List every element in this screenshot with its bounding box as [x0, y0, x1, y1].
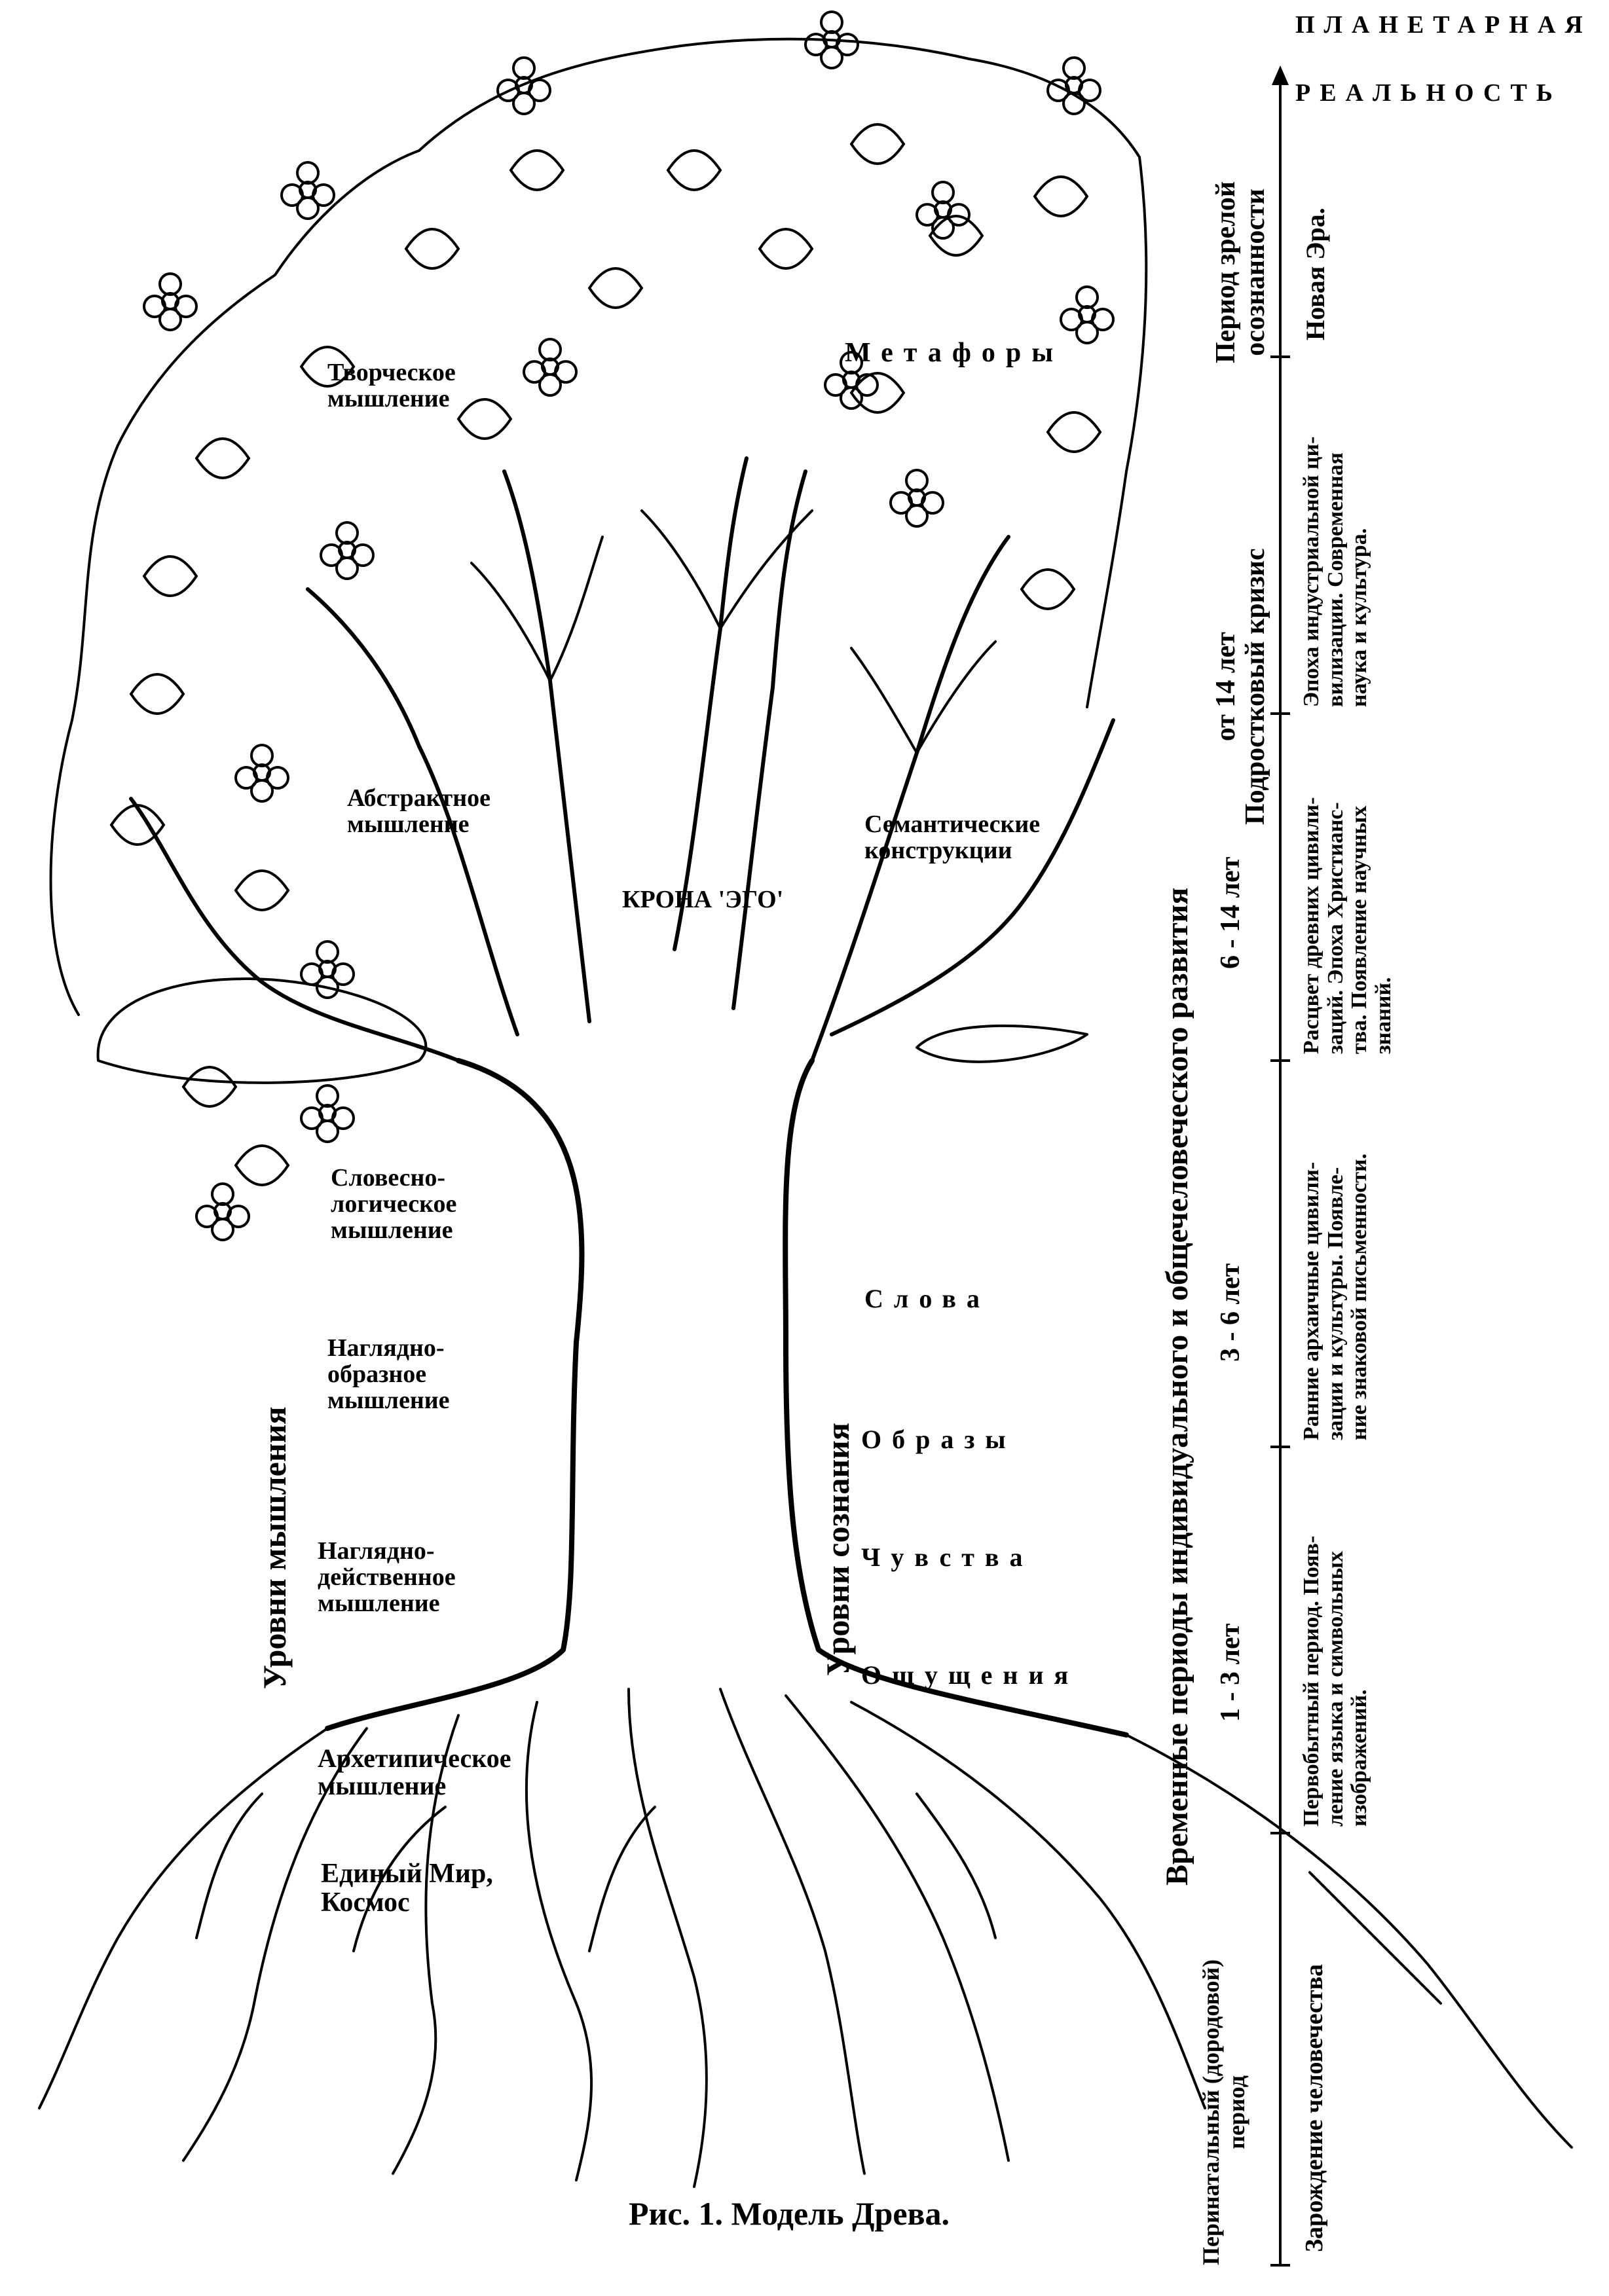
label-abstract-thinking: Абстрактное мышление — [347, 786, 490, 838]
flower — [917, 182, 969, 238]
root — [629, 1689, 707, 2187]
leaf — [760, 229, 812, 268]
label-thinking-levels: Уровни мышления — [255, 1407, 293, 1690]
period-age-from-14: от 14 лет Подростковый кризис — [1211, 548, 1271, 825]
crown-lobe-left — [98, 979, 426, 1083]
timeline-title: Временные периоды индивидуального и обще… — [1159, 888, 1195, 1886]
period-epoch-ancient: Расцвет древних цивили- заций. Эпоха Хри… — [1300, 797, 1396, 1054]
flower — [524, 339, 576, 395]
foliage-top — [419, 39, 1139, 157]
axis-top-label-line1: ПЛАНЕТАРНАЯ — [1295, 10, 1592, 39]
root — [39, 1728, 327, 2108]
leaf — [1048, 412, 1100, 452]
root — [720, 1689, 864, 2174]
label-consciousness-levels: Уровни сознания — [819, 1423, 857, 1676]
period-epoch-origin: Зарождение человечества — [1300, 1964, 1329, 2252]
figure-caption: Рис. 1. Модель Древа. — [629, 2196, 950, 2231]
leaf — [1035, 177, 1087, 216]
leaf — [851, 124, 904, 164]
leaf — [144, 556, 196, 596]
label-creative-thinking: Творческое мышление — [327, 360, 456, 412]
label-words: Слова — [864, 1283, 990, 1314]
label-crown-ego: КРОНА 'ЭГО' — [622, 887, 783, 913]
label-unified-world: Единый Мир, Космос — [321, 1859, 493, 1917]
period-age-prenatal: Перинатальный (дородовой) период — [1198, 1959, 1249, 2265]
flower — [301, 941, 354, 998]
period-epoch-new-era: Новая Эра. — [1300, 208, 1331, 340]
label-metaphors: Метафоры — [845, 337, 1063, 369]
limb-center-left — [504, 471, 589, 1021]
flower — [498, 58, 550, 114]
period-epoch-industrial: Эпоха индустриальной ци- вилизации. Совр… — [1300, 437, 1372, 707]
leaf — [406, 229, 458, 268]
leaf — [589, 268, 642, 308]
flower — [236, 745, 288, 801]
label-images: Образы — [861, 1424, 1016, 1455]
period-age-1-3: 1 - 3 лет — [1215, 1624, 1246, 1722]
limb-right — [812, 537, 1008, 1061]
period-age-6-14: 6 - 14 лет — [1215, 857, 1246, 969]
period-age-mature: Период зрелой осознанности — [1211, 181, 1271, 363]
label-verbal-logical-thinking: Словесно- логическое мышление — [331, 1165, 456, 1244]
label-feelings: Чувства — [861, 1542, 1033, 1573]
label-archetypal-thinking: Архетипическое мышление — [318, 1745, 511, 1800]
leaf — [511, 151, 563, 190]
leaf — [236, 871, 288, 910]
flower — [144, 274, 196, 330]
period-epoch-archaic: Ранние архаичные цивили- зации и культур… — [1300, 1154, 1372, 1440]
flower — [1061, 287, 1113, 343]
axis-top-label-line2: РЕАЛЬНОСТЬ — [1295, 79, 1562, 107]
leaf — [236, 1146, 288, 1185]
crown-lobe-right — [917, 1026, 1087, 1062]
flower — [321, 522, 373, 579]
timeline-axis-arrow — [1272, 65, 1289, 85]
period-age-3-6: 3 - 6 лет — [1215, 1264, 1246, 1362]
root — [851, 1702, 1205, 2108]
leaf — [458, 399, 511, 439]
leaf — [131, 674, 183, 714]
foliage-left — [51, 151, 420, 1015]
flower — [301, 1085, 354, 1142]
root — [527, 1702, 591, 2180]
label-sensations: Ощущения — [861, 1660, 1079, 1690]
leaf — [1022, 570, 1074, 609]
foliage-right — [1087, 157, 1146, 707]
flower — [282, 162, 334, 219]
label-semantic-constructions: Семантические конструкции — [864, 812, 1040, 864]
period-epoch-primitive: Первобытный период. Появ- ление языка и … — [1300, 1536, 1372, 1827]
leaf — [668, 151, 720, 190]
flower — [891, 470, 943, 526]
limb-center — [675, 458, 747, 949]
leaf — [196, 439, 249, 478]
label-visual-action-thinking: Наглядно- действенное мышление — [318, 1539, 456, 1617]
flower — [196, 1184, 249, 1240]
label-visual-figurative-thinking: Наглядно- образное мышление — [327, 1336, 449, 1414]
limb-center-right — [733, 471, 805, 1008]
leaf — [183, 1067, 236, 1106]
